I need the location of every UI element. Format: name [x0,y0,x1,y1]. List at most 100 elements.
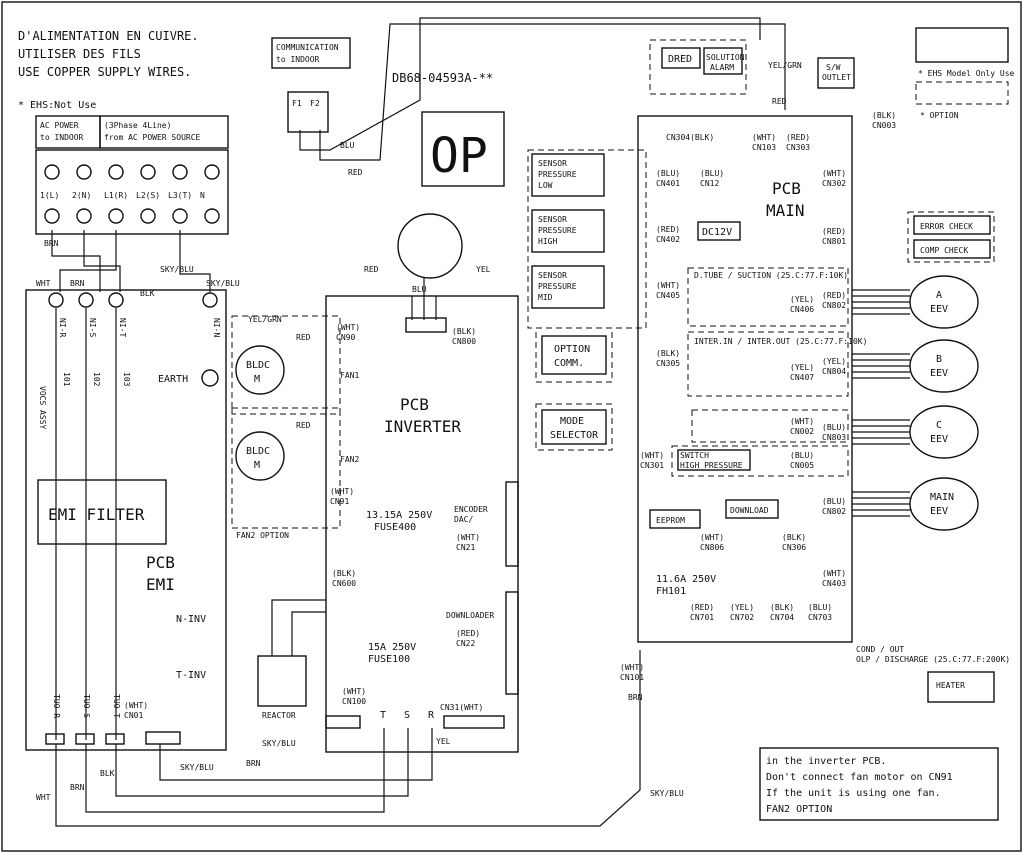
wire-yel-comp: YEL [476,265,491,274]
cn103-label: (WHT)CN103 [752,133,776,152]
cn600-l2: CN600 [332,579,356,588]
cn21-l1: (WHT) [456,533,480,542]
cn31-label: CN31(WHT) [440,703,483,712]
wire-brn-top: BRN [44,239,59,248]
wire-blu-comp: BLU [412,285,427,294]
cn405-label: (WHT)CN405 [656,281,680,300]
sw-l1: S/W [826,63,841,72]
fan2-note-line2: Don't connect fan motor on CN91 [766,772,953,783]
ac-source-l1: (3Phase 4Line) [104,121,171,130]
cn704-l2: CN704 [770,613,794,622]
temp-d-label: D.TUBE / SUCTION (25.C:77.F:10K) [694,271,848,280]
cn301-label: (WHT)CN301 [640,451,664,470]
cn21-connector [505,481,519,567]
cn101-l1: (WHT) [620,663,644,672]
enc-l1: ENCODER [454,505,488,514]
cn21-l2: CN21 [456,543,475,552]
cn806-l1: (WHT) [700,533,724,542]
tuo-label: TUO-S [82,694,91,718]
fan1-motor [235,345,285,395]
wire-yel-mid: YEL [436,737,451,746]
cn402-l1: (RED) [656,225,680,234]
cn12-l2: CN12 [700,179,719,188]
tuo-label: TUO-R [52,694,61,718]
cn401-l1: (BLU) [656,169,680,178]
heater-label: HEATER [936,681,965,690]
cn302-l1: (WHT) [822,169,846,178]
comp-check-box [913,239,991,259]
error-check-label: ERROR CHECK [920,222,973,231]
comm-wire-2 [319,23,786,161]
comm-l1: COMMUNICATION [276,43,339,52]
comm-wire [299,17,761,151]
reactor-label: REACTOR [262,711,296,720]
cn22-l1: (RED) [456,629,480,638]
op-logo: OP [430,128,488,184]
cn91-label: (WHT)CN91 [330,487,354,506]
fan1-l2: M [254,374,260,385]
cn303-l1: (RED) [786,133,810,142]
sensor-mid-box [531,265,605,309]
cn003-label: (BLK)CN003 [872,111,896,130]
wire-red-fan2: RED [296,421,311,430]
tuo-terminal [105,733,125,745]
cn301-l1: (WHT) [640,451,664,460]
emi-fuse-label: 103 [122,372,131,387]
comm-l2: to INDOOR [276,55,320,64]
emi-ni-terminal [202,292,218,308]
terminal-screw-top [108,164,124,180]
dred-group [649,39,747,95]
terminal-label: L1(R) [104,191,128,200]
rst-t: T [380,710,386,721]
emi-filter-label: EMI FILTER [48,505,145,524]
communication-label: COMMUNICATION to INDOOR [276,43,339,64]
cn802-label: (RED)CN802 [822,291,846,310]
oc-l2: COMM. [554,358,584,369]
ac-indoor-l1: AC POWER [40,121,79,130]
cn90-l2: CN90 [336,333,355,342]
cn401-label: (BLU)CN401 [656,169,680,188]
cn22-connector [505,591,519,695]
tuo-label: TUO-T [112,694,121,718]
sa-l2: ALARM [710,63,734,72]
cn21-label: (WHT)CN21 [456,533,480,552]
vocs-assy-label: VOCS ASSY [38,386,47,430]
cn302-label: (WHT)CN302 [822,169,846,188]
cn704-label: (BLK)CN704 [770,603,794,622]
cn407-l1: (YEL) [790,363,814,372]
terminal-label: 1(L) [40,191,59,200]
cn305-l1: (BLK) [656,349,680,358]
op-logo-box [421,111,505,187]
wire-skyblu-bottom: SKY/BLU [180,763,214,772]
ac-power-source-box [99,115,229,149]
terminal-screw-bottom [76,208,92,224]
tuo-group: TUO-R TUO-S TUO-T [45,694,125,745]
cn803-label: (BLU)CN803 [822,423,846,442]
reactor-wire-1 [271,599,326,656]
option-legend-label: * OPTION [920,111,959,120]
cn31-connector [443,715,505,729]
note-line-3: USE COPPER SUPPLY WIRES. [18,65,191,79]
error-check-box [913,215,991,235]
sl-l1: SENSOR [538,159,567,168]
emi-filter-box [37,479,167,545]
cn12-l1: (BLU) [700,169,724,178]
cn103-l2: CN103 [752,143,776,152]
cn91-l1: (WHT) [330,487,354,496]
hp-l2: HIGH PRESSURE [680,461,743,470]
wire-brn-bottom-2: BRN [246,759,261,768]
emi-fuse-label: 101 [62,372,71,387]
emi-wire-3 [59,230,117,292]
terminal-label: L3(T) [168,191,192,200]
bottom-wire-1 [55,650,641,827]
cn703-l2: CN703 [808,613,832,622]
